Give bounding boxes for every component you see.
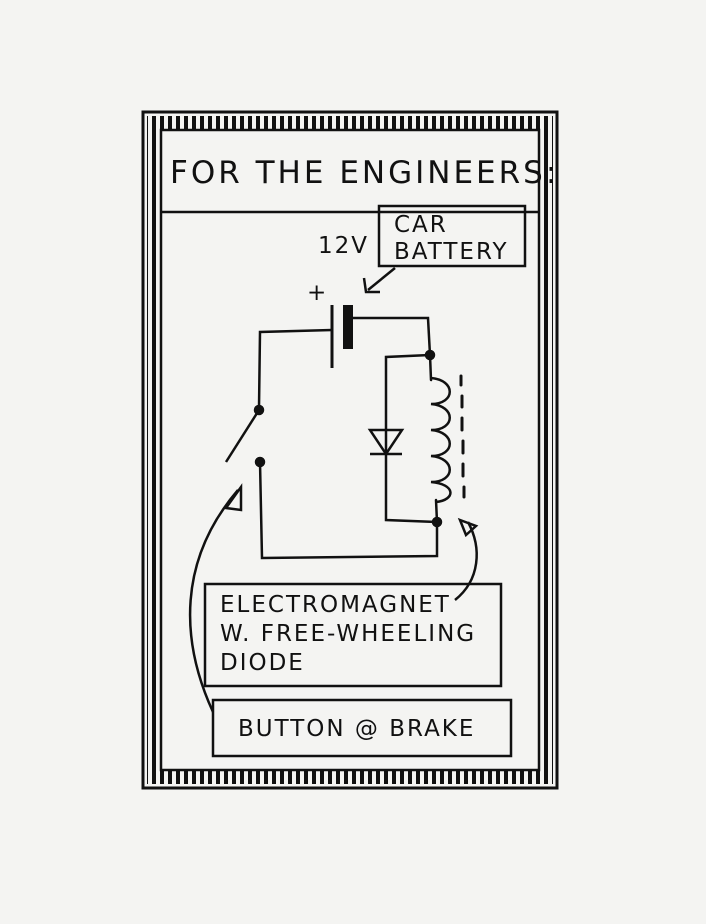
magnet-arrow-icon (454, 517, 479, 601)
switch-arrow-icon (188, 483, 243, 713)
page-title: FOR THE ENGINEERS: (170, 155, 559, 191)
battery-arrow-icon (362, 267, 396, 294)
electromagnet-label-box (203, 582, 503, 688)
coil-icon (424, 349, 452, 528)
magnet-core-icon (459, 374, 466, 499)
voltage-label: 12V (318, 233, 369, 259)
electromagnet-label-line1: ELECTROMAGNET (220, 592, 451, 618)
button-label: BUTTON @ BRAKE (238, 716, 475, 742)
electromagnet-label-line2: W. FREE-WHEELING (220, 621, 476, 647)
battery-icon (330, 305, 353, 368)
positive-terminal-label: + (307, 280, 328, 306)
battery-label-box (377, 204, 527, 268)
electromagnet-label-line3: DIODE (220, 650, 305, 676)
switch-icon (224, 404, 266, 468)
button-label-box (211, 698, 513, 758)
circuit-wires (257, 316, 439, 560)
battery-label-line1: CAR (394, 212, 448, 238)
frame-border (141, 110, 559, 790)
battery-label-line2: BATTERY (394, 239, 509, 265)
diode-icon (367, 428, 405, 457)
